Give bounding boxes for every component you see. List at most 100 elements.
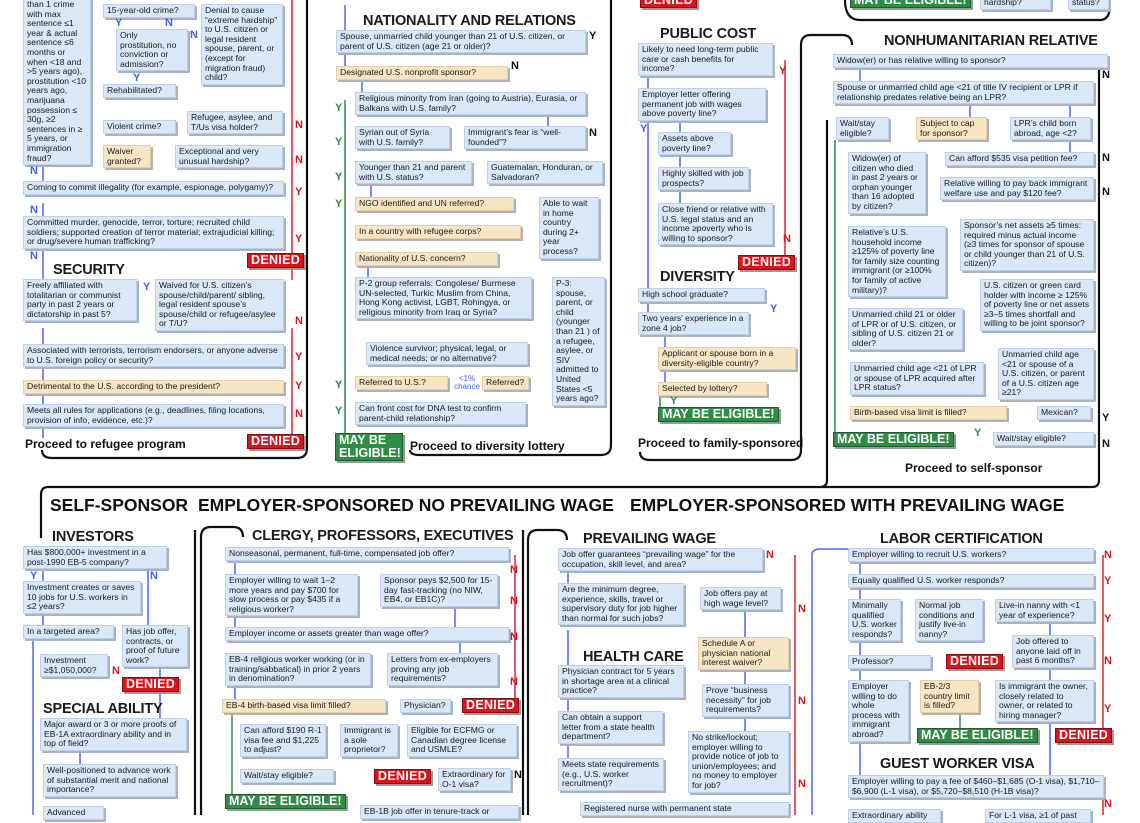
award-question: Major award or 3 or more proofs of EB-1A… (40, 718, 187, 751)
child21-question: Unmarried child 21 or older of LPR or of… (848, 308, 963, 351)
minimally-qualified-question: Minimally qualified U.S. worker responds… (848, 599, 901, 642)
process-abroad-question: Employer willing to do whole process wit… (848, 680, 909, 742)
branch-yes: Y (1104, 703, 1112, 715)
eligible-line2: ELIGIBLE! (339, 446, 401, 460)
concern-condition: Nationality of U.S. concern? (355, 252, 498, 266)
waiver-granted-condition: Waiver granted? (103, 145, 151, 169)
skilled-question: Highly skilled with job prospects? (658, 167, 749, 191)
wait-stay-question: Wait/stay eligible? (836, 117, 889, 141)
branch-yes: Y (295, 233, 303, 245)
branch-yes: Y (133, 72, 141, 84)
branch-yes: Y (335, 405, 343, 417)
wait-stay-question: Wait/stay eligible? (993, 432, 1094, 446)
physician-question: Physician? (400, 699, 451, 713)
equally-qualified-question: Equally qualified U.S. worker responds? (848, 574, 1094, 588)
branch-yes: Y (589, 30, 597, 42)
physician-contract-question: Physician contract for 5 years in shorta… (558, 665, 684, 698)
violent-crime-question: Violent crime? (103, 120, 176, 134)
business-necessity-question: Prove “business necessity” for job requi… (702, 684, 789, 717)
branch-no: N (295, 408, 303, 420)
l1-visa-question: For L-1 visa, ≥1 of past (985, 809, 1091, 823)
affiliated-question: Freely affiliated with totalitarian or c… (23, 279, 137, 322)
branch-no: N (150, 570, 158, 582)
eb1b-question: EB-1B job offer in tenure-track or (360, 805, 519, 819)
r1-fee-question: Can afford $190 R-1 visa fee and $1,225 … (240, 724, 326, 757)
dna-question: Can front cost for DNA test to confirm p… (355, 402, 526, 426)
denied-badge: DENIED (247, 434, 305, 449)
branch-no: N (798, 778, 806, 790)
guarantees-question: Job offer guarantees “prevailing wage” f… (558, 548, 763, 572)
joint-sponsor-question: U.S. citizen or green card holder with i… (980, 279, 1094, 331)
branch-no: N (1102, 186, 1110, 198)
chance-word: chance (454, 382, 480, 391)
branch-yes: Y (779, 65, 787, 77)
proceed-self-sponsor: Proceed to self-sponsor (905, 461, 1043, 475)
letters-question: Letters from ex-employers proving any jo… (387, 653, 498, 686)
branch-no: N (798, 603, 806, 615)
referred-us-condition: Referred to U.S.? (355, 376, 448, 390)
investors-heading: INVESTORS (52, 529, 134, 545)
section-border-public-cost (638, 33, 854, 462)
denied-badge: DENIED (640, 0, 698, 8)
security-heading: SECURITY (53, 262, 125, 278)
violence-question: Violence survivor; physical, legal, or m… (366, 342, 528, 366)
fee535-question: Can afford $535 visa petition fee? (945, 152, 1094, 166)
branch-no: N (1104, 655, 1112, 667)
advanced-question: Advanced (43, 806, 104, 820)
clergy-heading: CLERGY, PROFESSORS, EXECUTIVES (252, 528, 514, 544)
guatemalan-question: Guatemalan, Honduran, or Salvadoran? (487, 161, 603, 185)
ecfmg-question: Eligible for ECFMG or Canadian degree li… (407, 724, 517, 757)
eb4-worker-question: EB-4 religious worker working (or in tra… (225, 653, 371, 686)
proceed-refugee-program: Proceed to refugee program (25, 437, 186, 451)
jobs-question: Investment creates or saves 10 jobs for … (23, 581, 141, 614)
mexican-question: Mexican? (1037, 406, 1091, 420)
denied-badge: DENIED (1055, 728, 1113, 743)
born-condition: Applicant or spouse born in a diversity-… (658, 347, 796, 371)
detrimental-condition: Detrimental to the U.S. according to the… (23, 380, 284, 394)
no-prevailing-wage-title: EMPLOYER-SPONSORED NO PREVAILING WAGE (198, 495, 614, 515)
high-wage-question: Job offers pay at high wage level? (700, 587, 781, 611)
recruit-question: Employer willing to recruit U.S. workers… (848, 548, 1094, 562)
rules-question: Meets all rules for applications (e.g., … (23, 404, 284, 428)
birth-limit-condition: Birth-based visa limit is filled? (850, 406, 1007, 420)
branch-no: N (30, 250, 38, 262)
branch-yes: Y (335, 198, 343, 210)
section-border-clergy (199, 525, 525, 815)
branch-no: N (589, 127, 597, 139)
p2-question: P-2 group referrals: Congolese/ Burmese … (355, 277, 532, 320)
rehabilitated-question: Rehabilitated? (103, 84, 176, 98)
state-requirements-question: Meets state requirements (e.g., U.S. wor… (558, 758, 664, 791)
status-question: status? (1068, 0, 1109, 10)
p3-question: P-3: spouse, parent, or child (younger t… (552, 277, 605, 406)
high-school-question: High school graduate? (638, 288, 765, 302)
proceed-diversity-lottery: Proceed to diversity lottery (410, 439, 565, 453)
targeted-area-question: In a targeted area? (23, 625, 114, 639)
owner-related-question: Is immigrant the owner, closely related … (995, 680, 1094, 723)
crime-exceptions-question: than 1 crime with max sentence ≤1 year &… (23, 0, 91, 166)
branch-yes: Y (670, 395, 678, 407)
eb4-limit-condition: EB-4 birth-based visa limit filled? (222, 699, 386, 713)
prevailing-wage-heading: PREVAILING WAGE (583, 531, 716, 547)
branch-no: N (510, 595, 518, 607)
may-be-eligible-badge: MAY BE ELIGIBLE! (225, 794, 346, 809)
branch-yes: Y (295, 186, 303, 198)
nonseasonal-question: Nonseasonal, permanent, full-time, compe… (225, 547, 509, 561)
branch-no: N (511, 60, 519, 72)
may-be-eligible-badge: MAY BE ELIGIBLE! (833, 432, 954, 447)
assets-question: Assets above poverty line? (658, 132, 731, 156)
o1-question: Extraordinary for O-1 visa? (438, 768, 511, 792)
professor-question: Professor? (848, 655, 931, 669)
spouse-question: Spouse, unmarried child younger than 21 … (336, 30, 586, 54)
guest-fee-question: Employer willing to pay a fee of $460–$1… (848, 775, 1104, 799)
diversity-heading: DIVERSITY (660, 269, 735, 285)
branch-no: N (1104, 798, 1112, 810)
hardship-question: hardship? (980, 0, 1051, 10)
denied-badge: DENIED (738, 255, 796, 270)
branch-no: N (798, 695, 806, 707)
branch-yes: Y (30, 570, 38, 582)
section-border-prevailing (526, 528, 569, 815)
branch-yes: Y (143, 281, 151, 293)
branch-no: N (295, 119, 303, 131)
public-care-question: Likely to need long-term public care or … (638, 43, 773, 76)
